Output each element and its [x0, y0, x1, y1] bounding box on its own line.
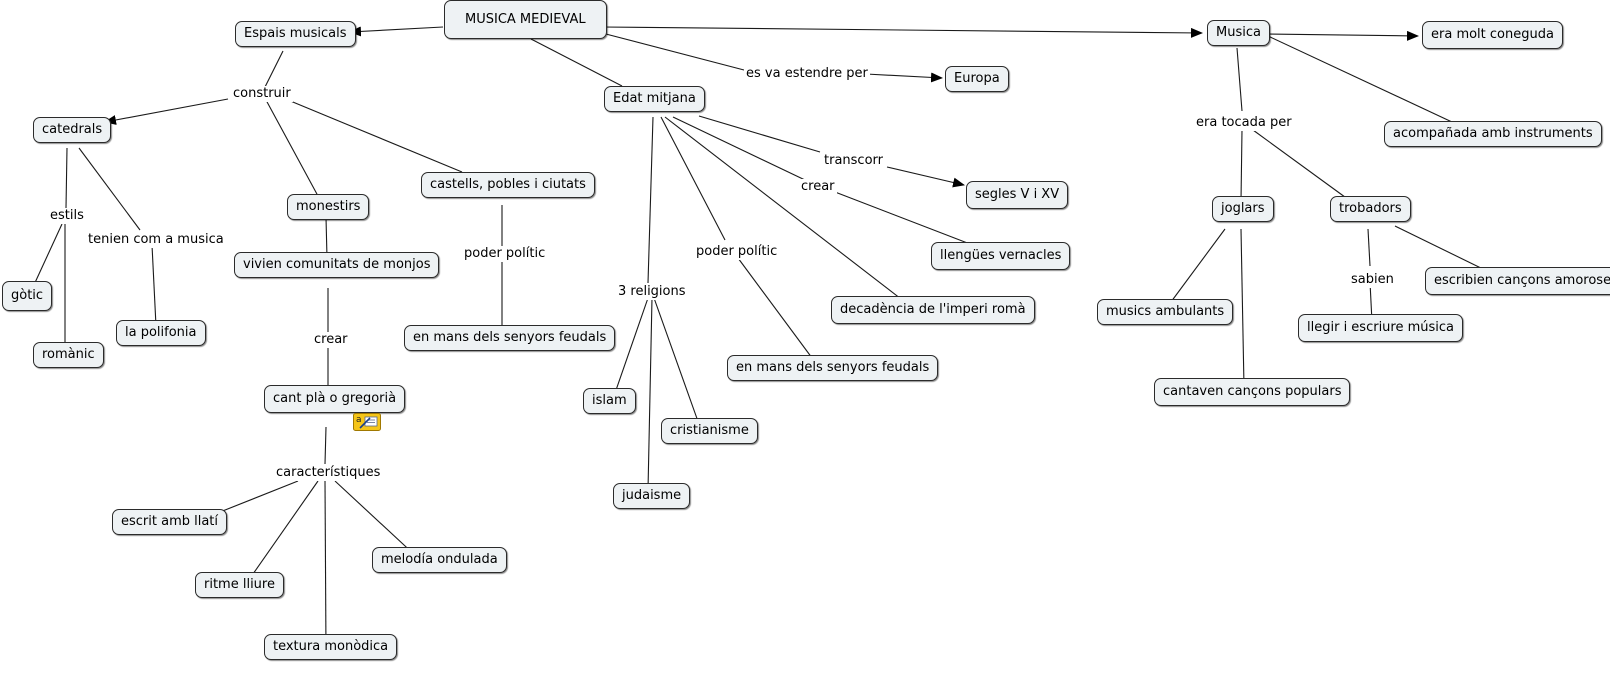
concept-era-molt-coneguda[interactable]: era molt coneguda [1422, 21, 1563, 49]
concept-segles[interactable]: segles V i XV [966, 181, 1069, 209]
link-era-tocada-per: era tocada per [1194, 115, 1294, 131]
link-crear-edat: crear [799, 179, 837, 195]
link-caracteristiques: característiques [274, 465, 383, 481]
concept-musica[interactable]: Musica [1207, 20, 1270, 46]
concept-vivien-comunitats[interactable]: vivien comunitats de monjos [234, 252, 440, 278]
concept-decadencia[interactable]: decadència de l'imperi romà [831, 296, 1035, 324]
note-attachment-icon[interactable]: a [353, 413, 381, 431]
concept-cant-pla[interactable]: cant plà o gregorià [264, 385, 406, 413]
concept-la-polifonia[interactable]: la polifonia [116, 320, 206, 346]
link-es-va-estendre: es va estendre per [744, 66, 870, 82]
concept-espais-musicals[interactable]: Espais musicals [235, 21, 356, 47]
concept-escrit-llati[interactable]: escrit amb llatí [112, 509, 228, 535]
concept-europa[interactable]: Europa [945, 66, 1009, 92]
link-poder-politic-2: poder polític [694, 244, 780, 260]
concept-escribien[interactable]: escribien cançons amoroses [1425, 267, 1610, 295]
concept-cristianisme[interactable]: cristianisme [661, 418, 758, 444]
link-3-religions: 3 religions [616, 284, 688, 300]
link-sabien: sabien [1349, 272, 1396, 288]
concept-judaisme[interactable]: judaisme [613, 483, 691, 509]
concept-romanic[interactable]: romànic [33, 342, 104, 368]
concept-musics-ambulants[interactable]: musics ambulants [1097, 299, 1234, 325]
concept-joglars[interactable]: joglars [1212, 196, 1274, 222]
concept-melodia-ondulada[interactable]: melodía ondulada [372, 547, 507, 573]
concept-llegir-escriure[interactable]: llegir i escriure música [1298, 314, 1464, 342]
svg-text:a: a [356, 415, 362, 425]
concept-monestirs[interactable]: monestirs [287, 194, 370, 220]
concept-catedrals[interactable]: catedrals [33, 117, 112, 143]
concept-senyors-feudals-2[interactable]: en mans dels senyors feudals [727, 355, 939, 381]
concept-castells[interactable]: castells, pobles i ciutats [421, 172, 595, 198]
concept-acompanyada[interactable]: acompañada amb instruments [1384, 121, 1602, 147]
concept-textura-monodica[interactable]: textura monòdica [264, 634, 398, 660]
link-estils: estils [48, 208, 86, 224]
concept-trobadors[interactable]: trobadors [1330, 196, 1411, 222]
concept-edat-mitjana[interactable]: Edat mitjana [604, 86, 705, 112]
concept-llengues-vernacles[interactable]: llengües vernacles [931, 242, 1071, 270]
link-crear-monestirs: crear [312, 332, 350, 348]
concept-gotic[interactable]: gòtic [2, 281, 53, 311]
concept-cantaven[interactable]: cantaven cançons populars [1154, 378, 1351, 406]
concept-musica-medieval[interactable]: MUSICA MEDIEVAL [444, 0, 607, 39]
concept-ritme-lliure[interactable]: ritme lliure [195, 572, 284, 598]
link-poder-politic-1: poder polític [462, 246, 548, 262]
link-tenien: tenien com a musica [86, 232, 226, 248]
link-transcorr: transcorr [822, 153, 885, 169]
link-construir: construir [231, 86, 293, 102]
concept-islam[interactable]: islam [583, 388, 636, 414]
concept-senyors-feudals-1[interactable]: en mans dels senyors feudals [404, 325, 616, 351]
